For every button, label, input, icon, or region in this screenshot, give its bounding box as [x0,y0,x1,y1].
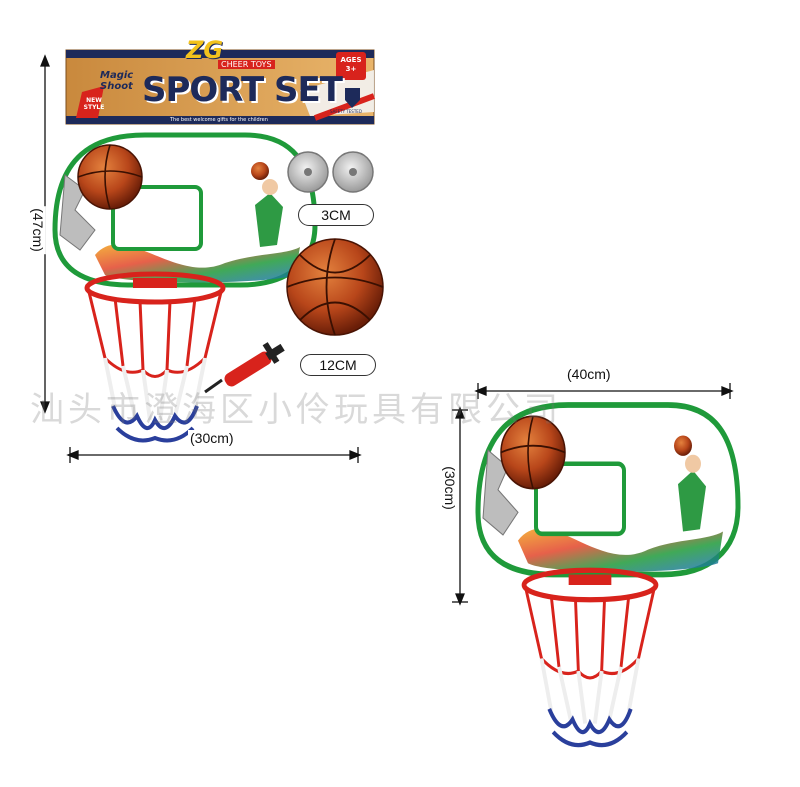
product-height-arrow [452,406,468,606]
sub-brand: CHEER TOYS [218,60,275,69]
product-title: SPORT SET [142,70,343,110]
safety-label: SAFETY TESTED [330,109,362,114]
ages-badge: AGES 3+ [340,56,362,73]
package-height-label: (47cm) [29,206,46,254]
package-width-arrow [66,447,362,463]
pump-icon [204,342,285,394]
ball-size-label: 12CM [300,354,376,376]
package-backboard [55,135,315,285]
basketball-icon [286,238,384,336]
assembled-backboard [478,405,738,575]
assembled-hoop-net [524,570,656,745]
tagline: The best welcome gifts for the children [170,117,268,123]
product-width-arrow [474,383,734,399]
new-style-badge: NEW STYLE [83,97,105,111]
brand-logo: ZG [186,36,224,64]
package-width-label: (30cm) [188,430,236,446]
suction-cup-icon [287,151,329,193]
product-line: Magic Shoot [100,70,134,92]
product-height-label: (30cm) [441,464,458,512]
suction-cup-size-label: 3CM [298,204,374,226]
suction-cup-icon [332,151,374,193]
product-width-label: (40cm) [565,366,613,382]
package-hoop-net [87,274,223,440]
